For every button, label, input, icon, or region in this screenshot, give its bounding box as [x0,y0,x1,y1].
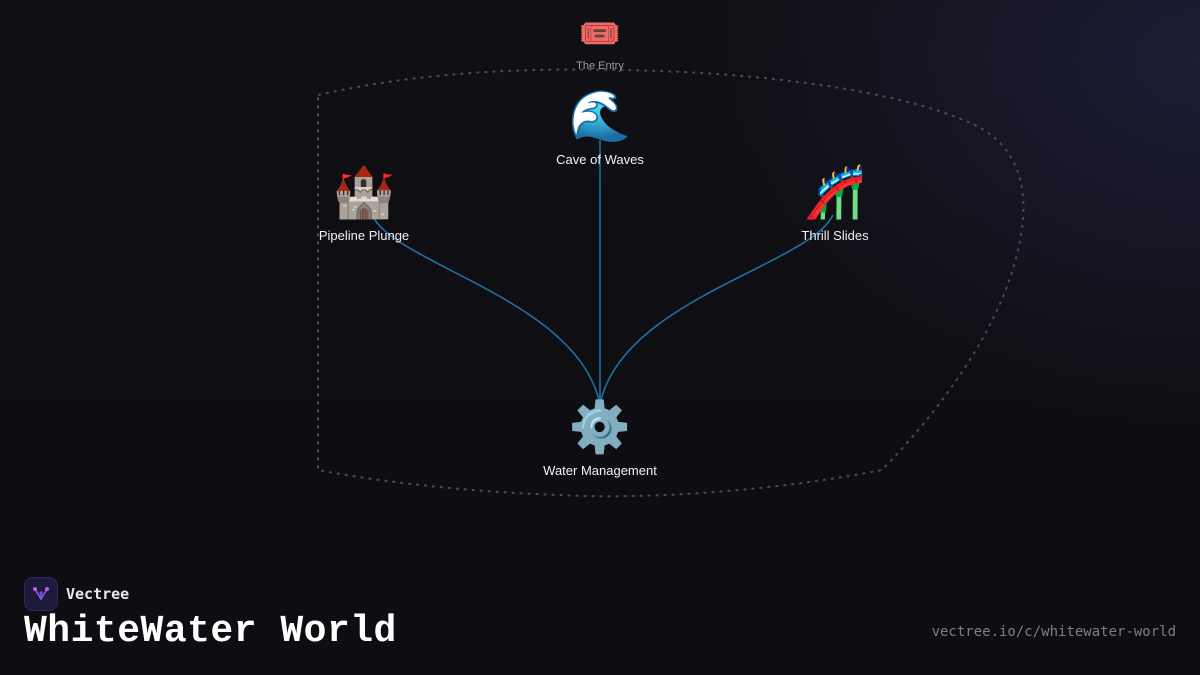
brand-name: Vectree [66,585,130,603]
node-label: Water Management [543,463,657,478]
page-title: WhiteWater World [24,610,397,653]
node-water-management[interactable]: ⚙️ Water Management [543,399,657,478]
vectree-logo-icon [24,577,58,611]
node-label: Pipeline Plunge [318,228,410,243]
node-label: The Entry [576,60,624,72]
node-thrill-slides[interactable]: 🎢 Thrill Slides [801,164,868,243]
edge-water-management-thrill-slides [599,214,834,406]
castle-icon: 🏰 [332,164,396,220]
boundary-outline [317,68,1025,498]
footer-url[interactable]: vectree.io/c/whitewater-world [931,624,1176,640]
edge-water-management-pipeline-plunge [371,214,601,406]
brand: Vectree [24,577,129,611]
wave-icon: 🌊 [568,88,632,144]
gear-icon: ⚙️ [568,399,632,455]
node-pipeline-plunge[interactable]: 🏰 Pipeline Plunge [319,164,409,243]
node-label: Thrill Slides [801,228,869,243]
node-label: Cave of Waves [556,152,644,167]
node-the-entry[interactable]: 🎟️ The Entry [576,14,624,72]
roller-coaster-icon: 🎢 [803,164,867,220]
node-cave-of-waves[interactable]: 🌊 Cave of Waves [556,88,644,167]
admission-ticket-icon: 🎟️ [578,15,622,53]
